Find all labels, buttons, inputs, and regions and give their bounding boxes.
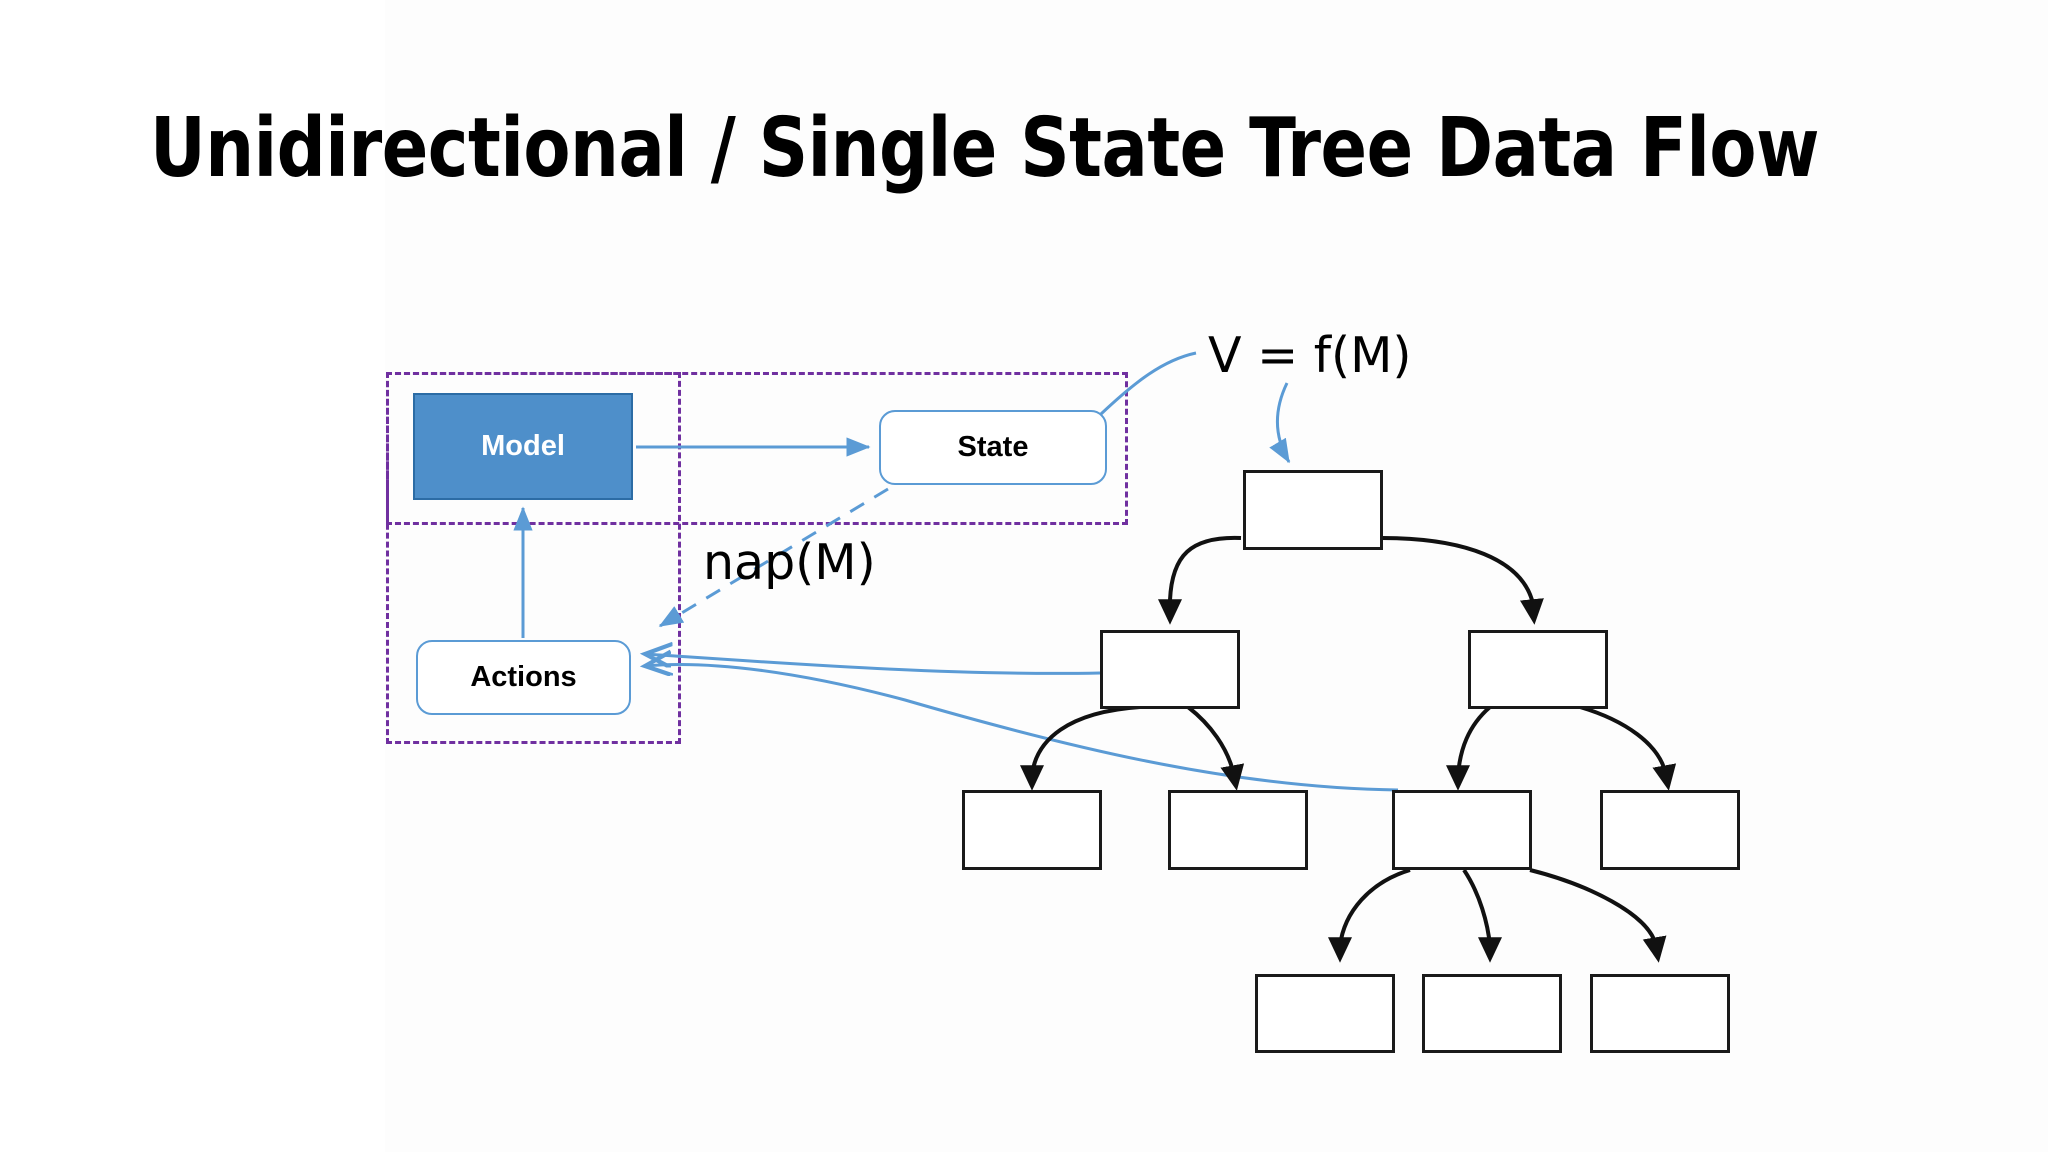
tree-node-root[interactable] — [1243, 470, 1383, 550]
page-title: Unidirectional / Single State Tree Data … — [150, 101, 1820, 196]
flow-node-actions[interactable]: Actions — [416, 640, 631, 715]
tree-node-l4-c[interactable] — [1590, 974, 1730, 1053]
flow-node-actions-label: Actions — [470, 661, 577, 693]
flow-node-model-label: Model — [481, 430, 565, 462]
tree-node-l2-right[interactable] — [1468, 630, 1608, 709]
tree-node-l4-a[interactable] — [1255, 974, 1395, 1053]
flow-node-state[interactable]: State — [879, 410, 1107, 485]
flow-node-model[interactable]: Model — [413, 393, 633, 500]
tree-node-l3-a[interactable] — [962, 790, 1102, 870]
annotation-v-equals-f-m: V = f(M) — [1208, 327, 1412, 384]
annotation-nap-m: nap(M) — [703, 534, 876, 591]
tree-node-l4-b[interactable] — [1422, 974, 1562, 1053]
tree-node-l2-left[interactable] — [1100, 630, 1240, 709]
tree-node-l3-b[interactable] — [1168, 790, 1308, 870]
tree-node-l3-c[interactable] — [1392, 790, 1532, 870]
tree-node-l3-d[interactable] — [1600, 790, 1740, 870]
flow-node-state-label: State — [957, 431, 1029, 463]
